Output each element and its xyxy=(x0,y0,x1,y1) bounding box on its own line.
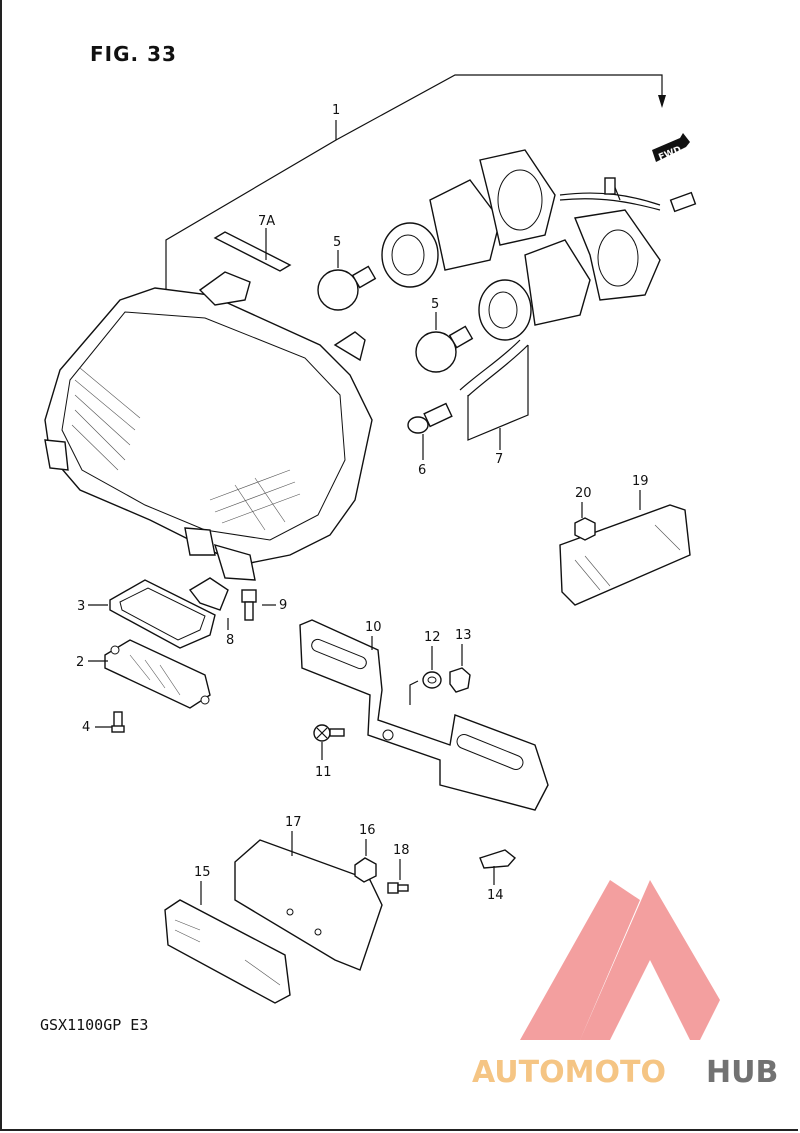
callout-6: 6 xyxy=(418,463,426,478)
reflector-19 xyxy=(559,504,691,606)
bracket-10 xyxy=(299,619,549,811)
model-code: GSX1100GP E3 xyxy=(40,1016,149,1034)
nut-13 xyxy=(449,667,471,693)
callout-10: 10 xyxy=(365,620,382,635)
callout-5-upper: 5 xyxy=(333,235,341,250)
bulb-5-lower xyxy=(415,325,474,373)
nut-20 xyxy=(574,517,596,541)
callout-bracket-7 xyxy=(467,345,529,441)
callout-1: 1 xyxy=(332,103,340,118)
screw-4 xyxy=(95,711,125,733)
callout-14: 14 xyxy=(487,888,504,903)
callout-13: 13 xyxy=(455,628,472,643)
figure-title: FIG. 33 xyxy=(90,42,177,66)
callout-4: 4 xyxy=(82,720,90,735)
callout-labels: 1 2 3 4 5 5 6 7 7A 8 9 10 11 12 13 14 xyxy=(76,103,649,905)
callout-3: 3 xyxy=(77,599,85,614)
callout-11: 11 xyxy=(315,765,332,780)
callout-19: 19 xyxy=(632,474,649,489)
callout-7: 7 xyxy=(495,452,503,467)
fwd-arrow-icon: FWD xyxy=(652,133,690,163)
lens-hatch xyxy=(71,367,301,531)
license-light-17 xyxy=(234,839,383,971)
callout-5-lower: 5 xyxy=(431,297,439,312)
bulb-14 xyxy=(479,849,517,869)
watermark-word-a: AUTOMOTO xyxy=(472,1055,666,1090)
bulb-socket-upper xyxy=(381,149,556,288)
screw-18 xyxy=(387,882,409,894)
bulb-6-small xyxy=(407,402,453,434)
callout-15: 15 xyxy=(194,865,211,880)
callout-17: 17 xyxy=(285,815,302,830)
callout-8: 8 xyxy=(226,633,234,648)
bolt-9 xyxy=(241,589,276,621)
gasket-3 xyxy=(109,579,216,649)
automotohub-watermark: AUTOMOTO HUB xyxy=(472,880,778,1090)
callout-9: 9 xyxy=(279,598,287,613)
lens-2 xyxy=(104,639,211,709)
group-bracket-1 xyxy=(165,74,666,290)
reflector-15 xyxy=(164,899,291,1004)
washer-12 xyxy=(422,671,442,689)
screw-11 xyxy=(313,724,345,760)
nut-16 xyxy=(354,857,377,883)
callout-7a: 7A xyxy=(258,214,275,229)
wire-harness xyxy=(459,177,697,397)
logo-triangle-icon xyxy=(520,880,720,1040)
gasket-strip-7a xyxy=(213,228,292,272)
callout-18: 18 xyxy=(393,843,410,858)
clip-8 xyxy=(188,577,229,630)
bulb-5-upper xyxy=(317,265,377,311)
bulb-socket-lower xyxy=(478,209,661,341)
callout-20: 20 xyxy=(575,486,592,501)
callout-2: 2 xyxy=(76,655,84,670)
tail-light-housing xyxy=(44,271,373,581)
callout-16: 16 xyxy=(359,823,376,838)
callout-12: 12 xyxy=(424,630,441,645)
watermark-word-b: HUB xyxy=(706,1055,778,1090)
